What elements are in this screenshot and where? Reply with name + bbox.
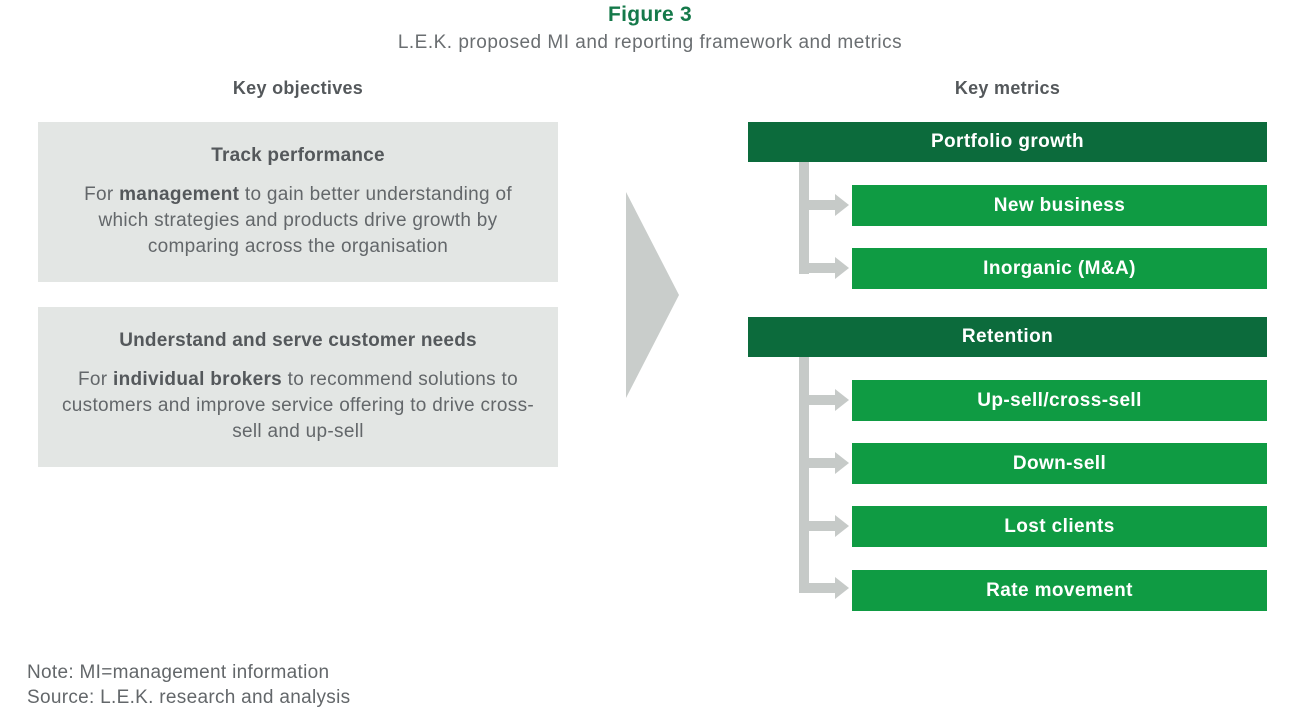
objective-title: Understand and serve customer needs	[119, 330, 477, 351]
connector-line-group2	[799, 357, 809, 593]
metric-bar-label: Retention	[961, 326, 1054, 347]
arrowhead-icon	[835, 389, 849, 411]
metric-bar-label: Inorganic (M&A)	[983, 257, 1136, 279]
objective-body: For individual brokers to recommend solu…	[60, 367, 536, 445]
metric-bar-label: Down-sell	[1012, 452, 1107, 474]
connector-branch	[809, 263, 835, 273]
key-objectives-heading: Key objectives	[232, 78, 364, 98]
objective-title: Track performance	[211, 145, 385, 166]
objective-box-customer-needs: Understand and serve customer needs For …	[38, 307, 558, 467]
connector-branch	[809, 583, 835, 593]
right-arrow-icon	[626, 192, 679, 398]
arrowhead-icon	[835, 257, 849, 279]
metric-bar-new-business: New business	[852, 185, 1267, 226]
connector-branch	[809, 521, 835, 531]
connector-branch	[809, 395, 835, 405]
source-line: Source: L.E.K. research and analysis	[27, 687, 351, 708]
metric-bar-retention: Retention	[748, 317, 1267, 357]
key-metrics-heading: Key metrics	[954, 78, 1061, 98]
metric-bar-lost-clients: Lost clients	[852, 506, 1267, 547]
arrowhead-icon	[835, 515, 849, 537]
objective-body-text: For	[84, 184, 120, 205]
objective-body: For management to gain better understand…	[60, 182, 536, 260]
objective-body-bold: individual brokers	[113, 369, 283, 390]
connector-branch	[809, 458, 835, 468]
arrowhead-icon	[835, 577, 849, 599]
metric-bar-inorganic-ma: Inorganic (M&A)	[852, 248, 1267, 289]
objective-body-text: to gain better understanding of which st…	[98, 184, 512, 257]
arrowhead-icon	[835, 452, 849, 474]
objective-body-text: For	[78, 369, 113, 390]
objective-body-bold: management	[119, 184, 240, 205]
metric-bar-label: New business	[993, 194, 1126, 216]
metric-bar-down-sell: Down-sell	[852, 443, 1267, 484]
metric-bar-portfolio-growth: Portfolio growth	[748, 122, 1267, 162]
metric-bar-label: Up-sell/cross-sell	[977, 389, 1142, 411]
metric-bar-label: Rate movement	[986, 579, 1133, 601]
connector-line-group1	[799, 162, 809, 274]
note-line: Note: MI=management information	[27, 662, 330, 683]
metric-bar-upsell-crosssell: Up-sell/cross-sell	[852, 380, 1267, 421]
arrowhead-icon	[835, 194, 849, 216]
metric-bar-rate-movement: Rate movement	[852, 570, 1267, 611]
metric-bar-label: Portfolio growth	[930, 131, 1085, 152]
objective-body-text: to recommend solutions to customers and …	[61, 369, 535, 442]
metric-bar-label: Lost clients	[1004, 515, 1115, 537]
footnotes: Note: MI=management information Source: …	[27, 660, 350, 710]
connector-branch	[809, 200, 835, 210]
figure-label: Figure 3	[607, 3, 693, 26]
figure-subtitle: L.E.K. proposed MI and reporting framewo…	[397, 32, 903, 53]
objective-box-track-performance: Track performance For management to gain…	[38, 122, 558, 282]
